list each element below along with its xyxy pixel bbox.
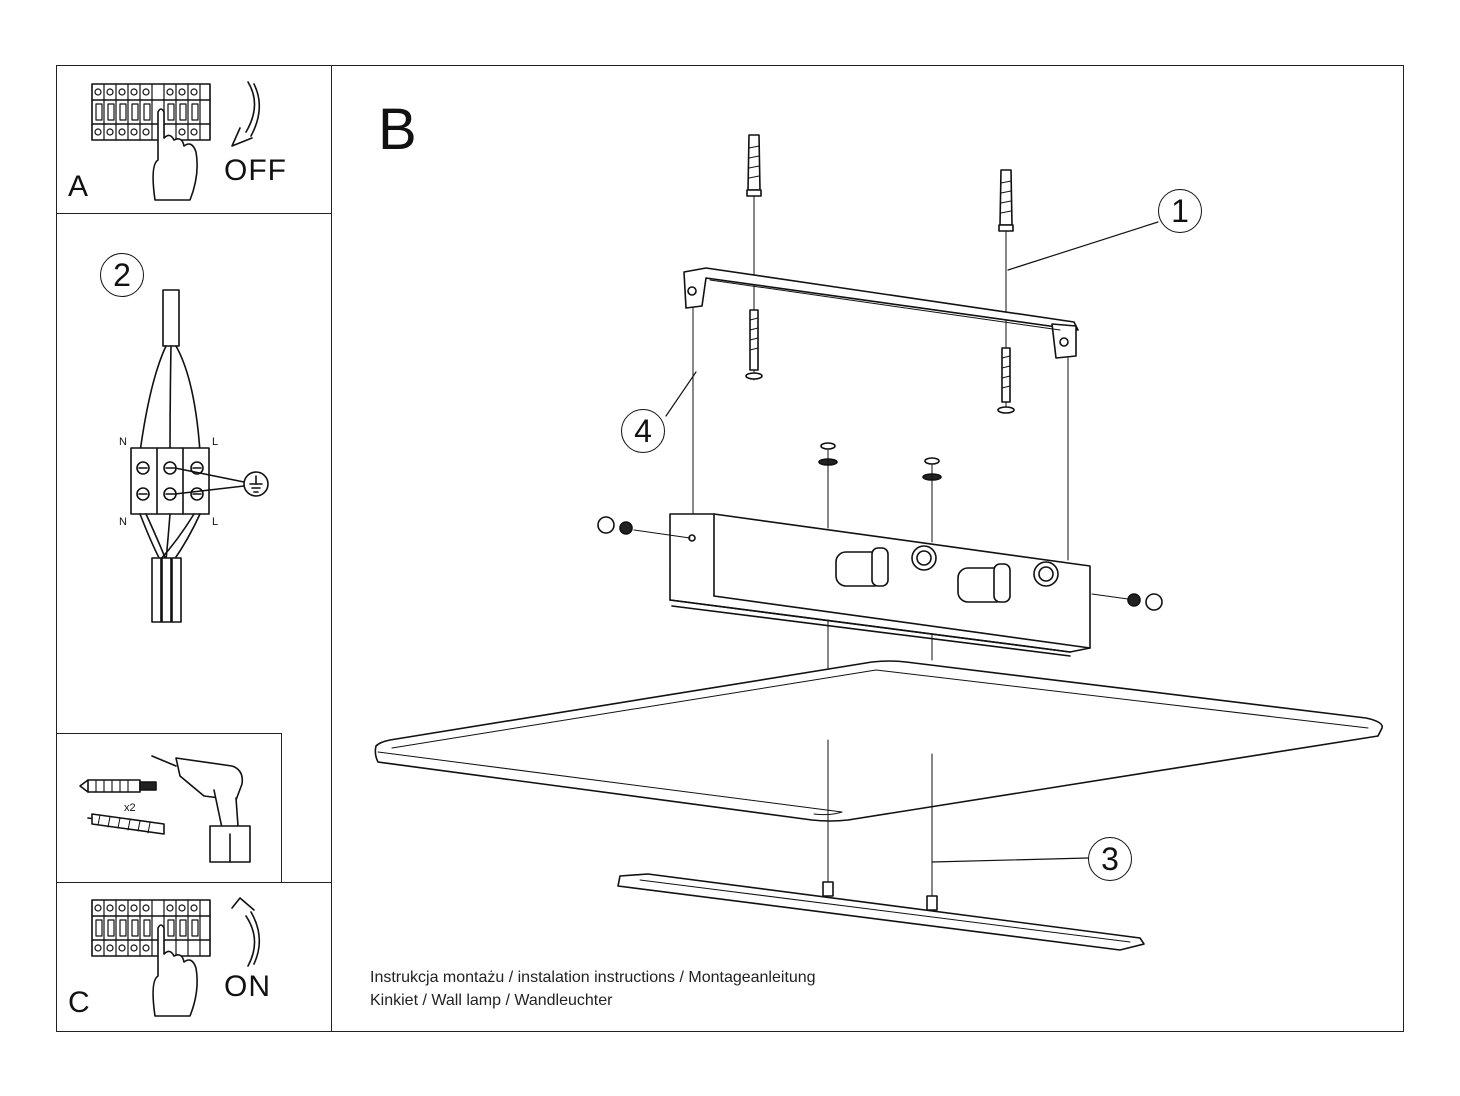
neutral-label-top: N (119, 436, 127, 448)
breaker-panel-off-icon (91, 83, 211, 141)
lamp-housing (669, 513, 1091, 657)
live-label-bottom: L (212, 516, 219, 528)
side-screw-right (1091, 593, 1163, 611)
live-label-top: L (212, 436, 219, 448)
screw-icon (87, 813, 165, 835)
anchor-screw-left (745, 134, 763, 381)
fixing-screw-top-right (922, 457, 942, 543)
neutral-label-bottom: N (119, 516, 127, 528)
panel-b-letter: B (378, 97, 417, 162)
arrow-up-icon (231, 897, 261, 967)
callout-4: 4 (621, 409, 665, 453)
power-drill-icon (151, 755, 251, 863)
panel-c-letter: C (68, 986, 90, 1019)
callout-2: 2 (100, 253, 144, 297)
wiring-diagram (130, 289, 269, 623)
arrow-down-icon (231, 81, 261, 147)
hand-pointing-icon (152, 924, 198, 1017)
mounting-bracket (683, 267, 1079, 359)
off-label: OFF (224, 154, 287, 187)
caption-subtitle: Kinkiet / Wall lamp / Wandleuchter (370, 992, 613, 1009)
quantity-label: x2 (124, 802, 136, 814)
fixing-screw-top-left (818, 442, 838, 529)
instruction-sheet-border (56, 65, 1404, 1032)
side-screw-left (597, 516, 691, 539)
anchor-screw-right (997, 169, 1015, 414)
panel-a-letter: A (68, 170, 89, 203)
panel-c-power-on (56, 882, 332, 1032)
diffuser-bar (617, 873, 1145, 951)
lamp-shade-panel (374, 660, 1383, 822)
callout-1: 1 (1158, 189, 1202, 233)
left-column-divider (331, 65, 332, 1032)
caption-title: Instrukcja montażu / instalation instruc… (370, 969, 816, 986)
callout-3: 3 (1088, 837, 1132, 881)
wall-plug-icon (79, 779, 157, 793)
hand-pointing-icon (152, 108, 198, 201)
on-label: ON (224, 970, 271, 1003)
breaker-panel-on-icon (91, 899, 211, 957)
panel-a-power-off (56, 65, 332, 214)
